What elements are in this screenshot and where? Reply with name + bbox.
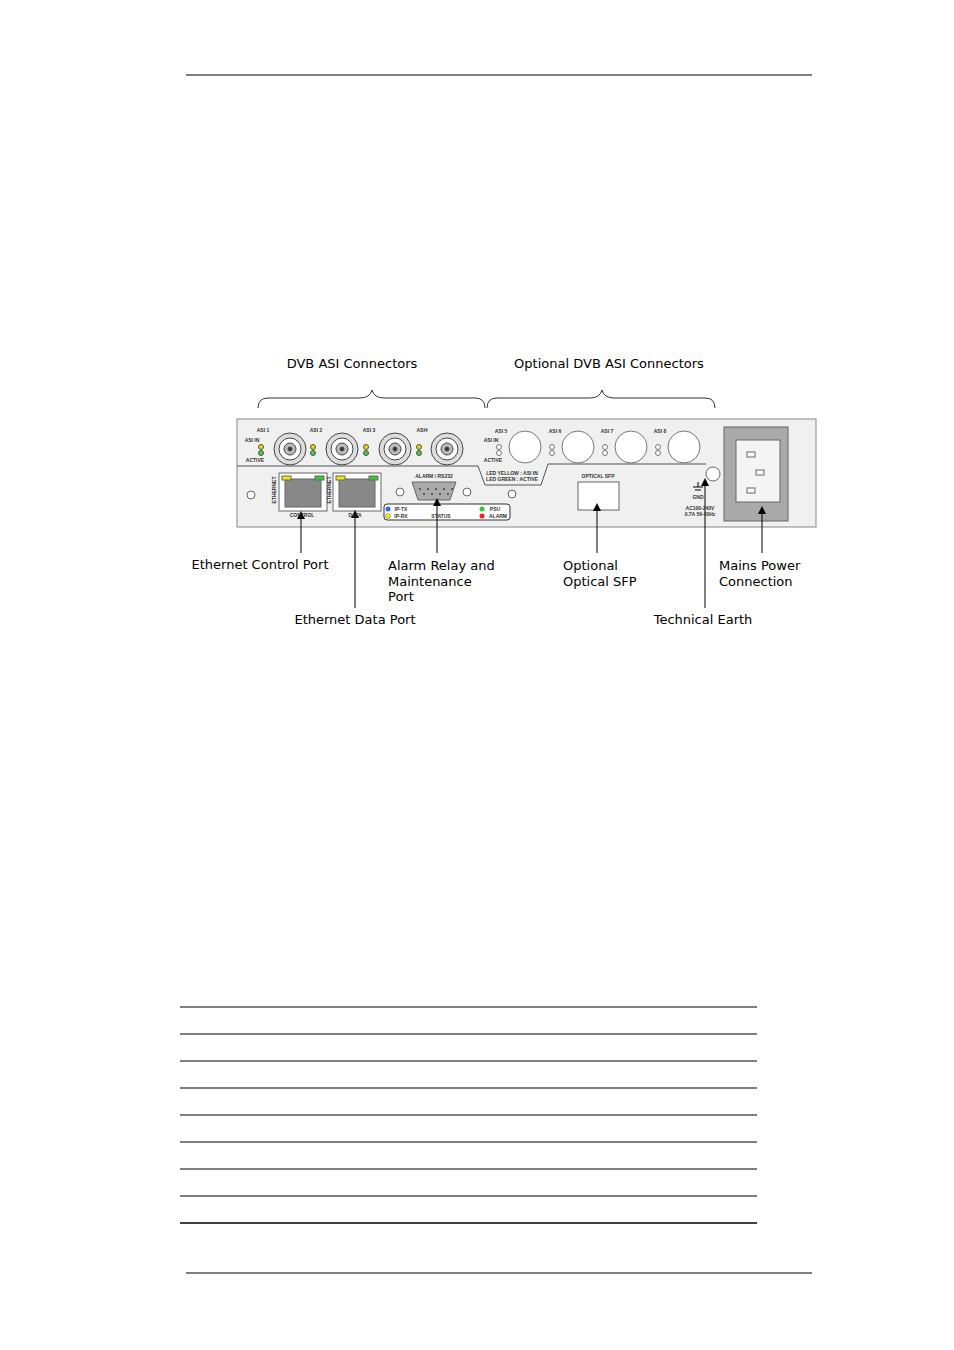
panel-marking: ASI 3 bbox=[363, 427, 376, 433]
panel-marking: STATUS bbox=[431, 513, 450, 519]
panel-marking: ETHERNET bbox=[326, 477, 332, 504]
callout-label: Optional Optical SFP bbox=[563, 558, 645, 589]
panel-marking: CONTROL bbox=[290, 512, 315, 518]
panel-marking: ASI 8 bbox=[654, 428, 667, 434]
panel-marking: ALARM / RS232 bbox=[415, 473, 453, 479]
panel-marking: DATA bbox=[348, 512, 361, 518]
panel-marking: ETHERNET bbox=[271, 477, 277, 504]
callout-label: Ethernet Data Port bbox=[294, 612, 415, 628]
callout-label: Alarm Relay and Maintenance Port bbox=[388, 558, 500, 605]
callout-label: DVB ASI Connectors bbox=[287, 356, 418, 372]
panel-marking: ASI IN bbox=[484, 437, 499, 443]
panel-marking: OPTICAL SFP bbox=[582, 473, 615, 479]
panel-marking: ASI4 bbox=[416, 427, 427, 433]
panel-marking: PSU bbox=[490, 506, 500, 512]
panel-marking: IP-RX bbox=[394, 513, 407, 519]
panel-marking: ASI 2 bbox=[310, 427, 323, 433]
panel-marking: ALARM bbox=[489, 513, 507, 519]
panel-marking: 0.7A 50-60Hz bbox=[685, 511, 716, 517]
panel-marking: LED YELLOW : ASI IN bbox=[486, 470, 538, 476]
panel-marking: ACTIVE bbox=[246, 457, 264, 463]
panel-marking: IP-TX bbox=[395, 506, 408, 512]
callout-label: Technical Earth bbox=[654, 612, 753, 628]
panel-marking: LED GREEN : ACTIVE bbox=[486, 476, 538, 482]
panel-marking: ASI 7 bbox=[601, 428, 614, 434]
panel-marking: GND bbox=[692, 494, 703, 500]
callout-label: Ethernet Control Port bbox=[191, 557, 328, 573]
panel-marking: ASI 5 bbox=[495, 428, 508, 434]
panel-marking: ASI 6 bbox=[549, 428, 562, 434]
callout-label: Optional DVB ASI Connectors bbox=[514, 356, 704, 372]
callout-label: Mains Power Connection bbox=[719, 558, 811, 589]
panel-marking: ASI IN bbox=[245, 437, 260, 443]
panel-marking: ASI 1 bbox=[257, 427, 270, 433]
panel-marking: ACTIVE bbox=[484, 457, 502, 463]
panel-marking: AC100-240V bbox=[686, 505, 715, 511]
